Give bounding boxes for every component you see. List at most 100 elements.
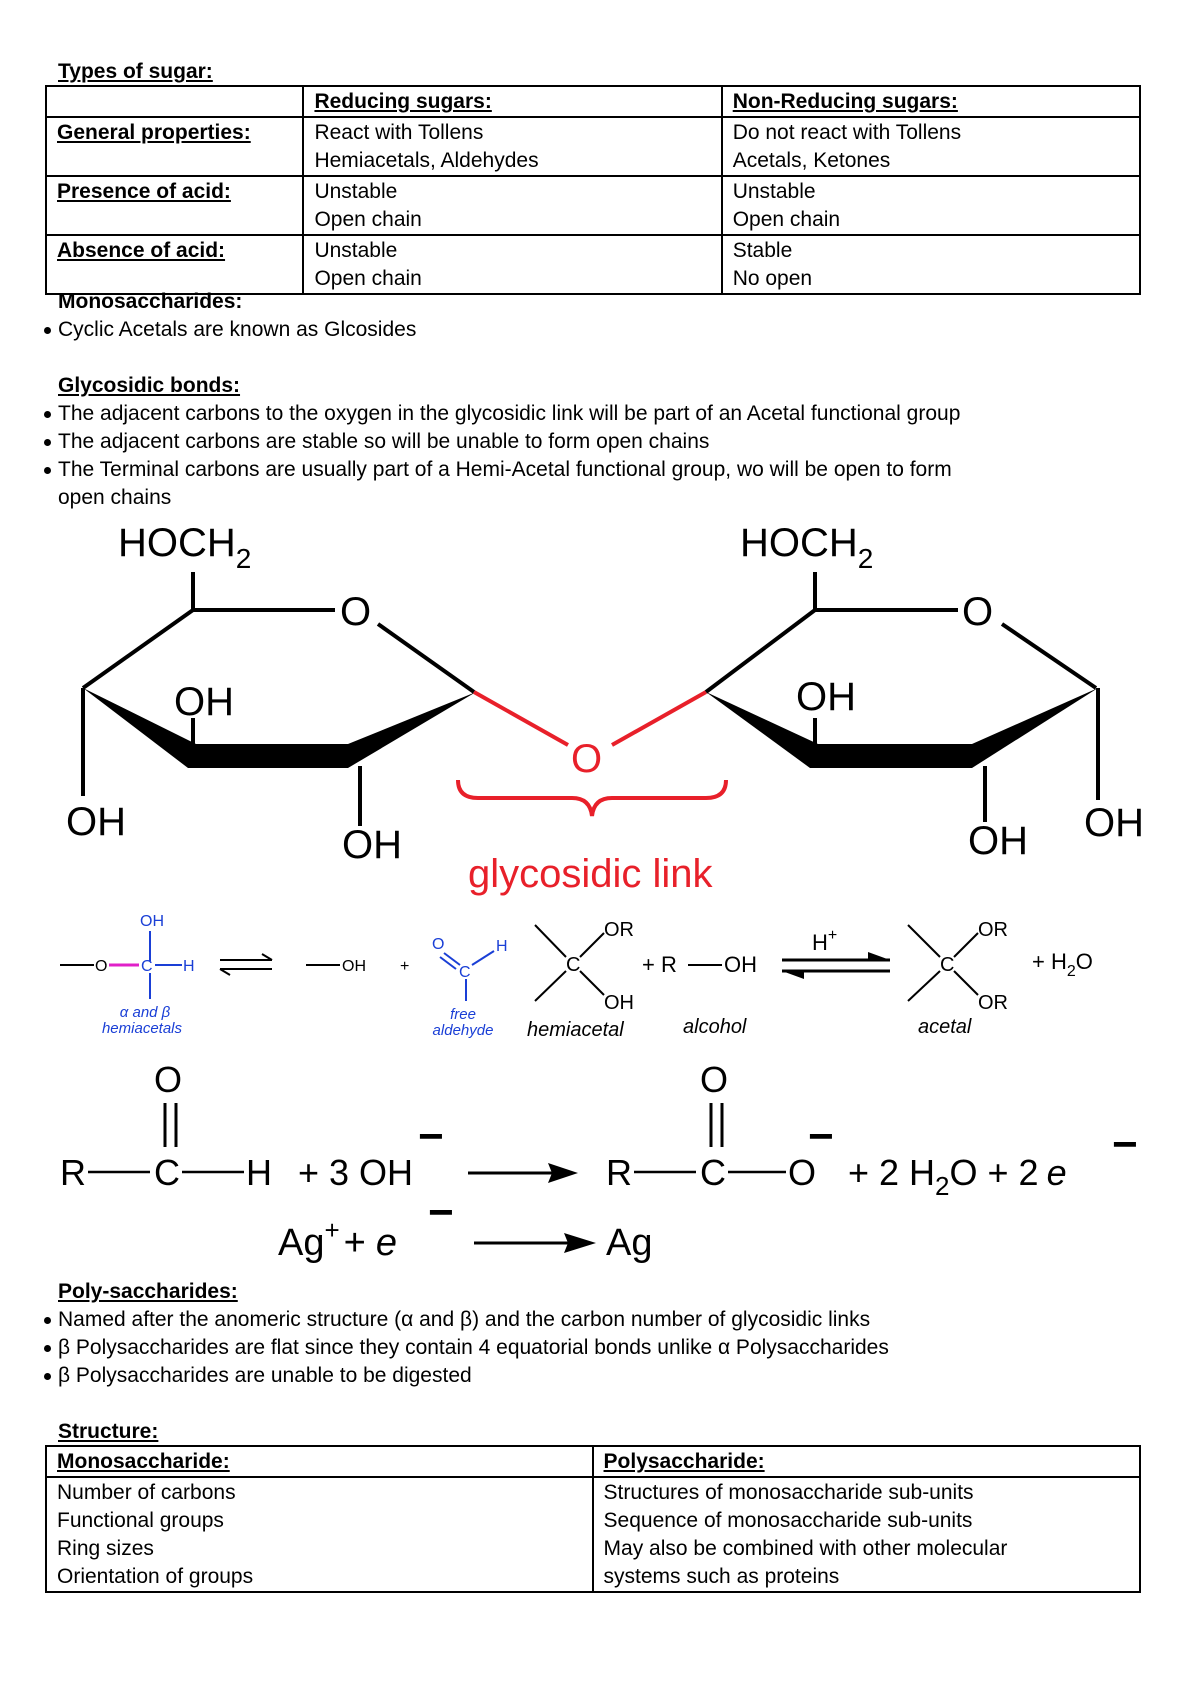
structure-heading: Structure: xyxy=(58,1420,159,1443)
wedge-bond xyxy=(706,692,818,768)
cell-line: Open chain xyxy=(732,208,841,231)
carbon-label: C xyxy=(700,1152,726,1193)
row-label: General properties: xyxy=(44,116,305,177)
monosaccharide-cell: Number of carbons Functional groups Ring… xyxy=(45,1476,594,1593)
polysaccharides-list: Named after the anomeric structure (α an… xyxy=(42,1306,889,1390)
oxygen-label: O xyxy=(700,1059,728,1100)
list-item: The Terminal carbons are usually part of… xyxy=(42,456,960,484)
double-bond xyxy=(443,952,461,966)
sugar-types-table: Reducing sugars: Non-Reducing sugars: Ge… xyxy=(44,85,1142,295)
oh-label: OH xyxy=(342,958,366,975)
oh-label: OH xyxy=(140,913,164,930)
acetal-caption: acetal xyxy=(918,1016,972,1038)
or-label: OR xyxy=(978,992,1008,1014)
bond xyxy=(81,608,195,690)
glycosidic-link-label: glycosidic link xyxy=(468,852,714,896)
link-bond xyxy=(611,690,707,747)
table-header-row: Reducing sugars: Non-Reducing sugars: xyxy=(44,85,1142,118)
cell-line: Ring sizes xyxy=(57,1537,154,1560)
bond xyxy=(534,924,567,958)
oh-label: OH xyxy=(174,680,234,724)
r-group-label: R xyxy=(606,1152,632,1193)
catalyst-label: H+ xyxy=(812,927,837,955)
aldehyde-oxygen-label: O xyxy=(432,936,444,953)
polysaccharide-column-header: Polysaccharide: xyxy=(591,1445,1142,1478)
hemiacetal-acetal-diagram: OH O C H α and β hemiacetals OH + O C H xyxy=(60,913,1093,1041)
monosaccharides-heading: Monosaccharides: xyxy=(58,290,243,313)
wedge-bond xyxy=(83,688,196,768)
reducing-column-header: Reducing sugars: xyxy=(302,85,723,118)
disaccharide-diagram: HOCH2 O OH OH OH O glycosidic link HO xyxy=(66,521,1144,896)
bond xyxy=(704,608,817,694)
oh-label: OH xyxy=(604,992,634,1014)
oxygen-label: O xyxy=(154,1059,182,1100)
cell-line: Orientation of groups xyxy=(57,1565,254,1588)
wedge-bond xyxy=(972,688,1098,768)
table-row: General properties: React with Tollens H… xyxy=(44,116,1142,177)
oxygen-label: O xyxy=(95,958,107,975)
bond xyxy=(1000,622,1098,690)
bond xyxy=(579,932,605,958)
oxygen-label: O xyxy=(788,1152,816,1193)
bond xyxy=(579,970,605,996)
oh-label: OH xyxy=(66,800,126,844)
oh-label: OH xyxy=(1084,801,1144,845)
cell-line: Unstable xyxy=(732,180,816,203)
brace-icon xyxy=(456,779,728,817)
alcohol-caption: alcohol xyxy=(683,1016,747,1038)
link-oxygen-label: O xyxy=(571,737,602,781)
non-reducing-cell: Do not react with Tollens Acetals, Keton… xyxy=(720,116,1142,177)
carbon-label: C xyxy=(940,954,954,976)
list-item: Named after the anomeric structure (α an… xyxy=(42,1306,889,1334)
non-reducing-column-header: Non-Reducing sugars: xyxy=(720,85,1142,118)
reducing-cell: React with Tollens Hemiacetals, Aldehyde… xyxy=(302,116,723,177)
reducing-cell: Unstable Open chain xyxy=(302,234,723,295)
glycosidic-bonds-list: The adjacent carbons to the oxygen in th… xyxy=(42,400,960,484)
reducing-cell: Unstable Open chain xyxy=(302,175,723,236)
left-ch2oh-label: HOCH2 xyxy=(118,521,251,574)
oh-label: OH xyxy=(796,675,856,719)
table-corner-cell xyxy=(44,85,305,118)
cell-line: React with Tollens xyxy=(314,121,484,144)
reaction-arrow-icon xyxy=(548,1163,578,1183)
double-bond xyxy=(439,956,457,970)
equilibrium-arrow-icon xyxy=(261,953,273,961)
equilibrium-arrow-icon xyxy=(868,952,890,960)
aldehyde-hydrogen-label: H xyxy=(496,938,508,955)
table-row: Number of carbons Functional groups Ring… xyxy=(45,1476,1142,1593)
cell-line: systems such as proteins xyxy=(603,1565,840,1588)
bond xyxy=(471,950,495,966)
glycosidic-link: O glycosidic link xyxy=(456,690,728,896)
charge-label: − xyxy=(418,1112,444,1161)
charge-label: − xyxy=(428,1188,454,1237)
cell-line: Do not react with Tollens xyxy=(732,121,962,144)
ring-oxygen-label: O xyxy=(340,590,371,634)
hydrogen-label: H xyxy=(183,958,195,975)
link-bond xyxy=(473,690,569,747)
hemiacetal-caption: hemiacetal xyxy=(527,1019,624,1041)
hydroxide-term: + 3 OH xyxy=(298,1152,413,1193)
right-ch2oh-label: HOCH2 xyxy=(740,521,873,574)
cell-line: Hemiacetals, Aldehydes xyxy=(314,149,539,172)
row-label: Presence of acid: xyxy=(44,175,305,236)
monosaccharides-list: Cyclic Acetals are known as Glcosides xyxy=(42,316,416,344)
cell-line: Acetals, Ketones xyxy=(732,149,891,172)
hemiacetal-equilibrium: OH O C H α and β hemiacetals OH + O C H xyxy=(60,913,508,1039)
oh-label: OH xyxy=(968,819,1028,863)
list-item: The adjacent carbons to the oxygen in th… xyxy=(42,400,960,428)
cell-line: May also be combined with other molecula… xyxy=(603,1537,1008,1560)
cell-line: Open chain xyxy=(314,267,422,290)
silver-product: Ag xyxy=(606,1222,652,1264)
wedge-bond xyxy=(348,692,476,768)
or-label: OR xyxy=(978,919,1008,941)
wedge-bond xyxy=(810,744,972,768)
oh-label: OH xyxy=(342,823,402,867)
cell-line: Open chain xyxy=(314,208,422,231)
silver-ion-term: Ag++e xyxy=(278,1215,397,1264)
types-of-sugar-heading: Types of sugar: xyxy=(58,60,213,83)
left-glucose-ring: HOCH2 O OH OH OH xyxy=(66,521,476,867)
bond xyxy=(907,924,941,958)
plus-r-label: + R xyxy=(642,952,677,977)
